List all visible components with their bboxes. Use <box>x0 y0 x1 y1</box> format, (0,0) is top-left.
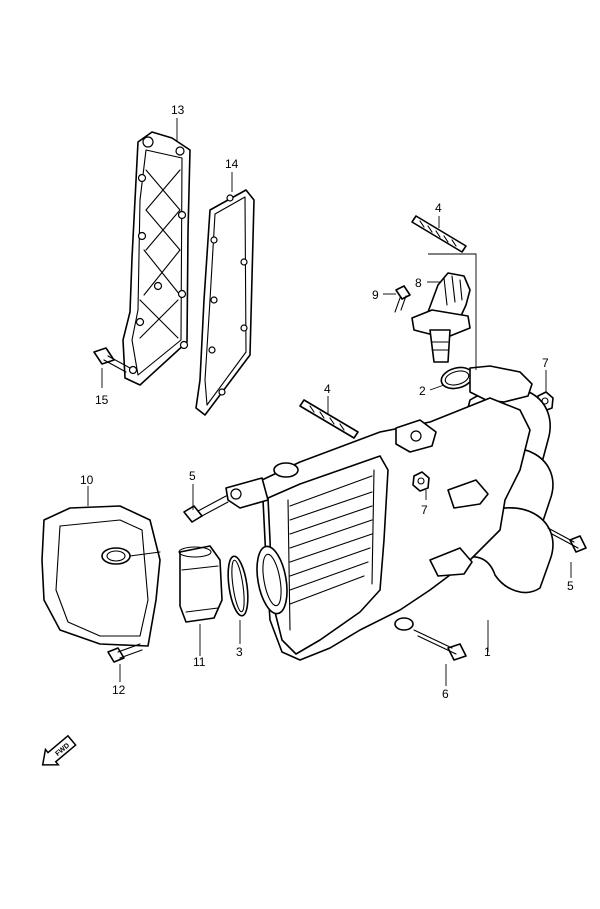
callout-4-lower: 4 <box>324 382 331 396</box>
callout-11: 11 <box>193 655 206 669</box>
part-15-bolt <box>93 347 131 373</box>
part-12-bolt <box>107 643 143 663</box>
part-5-bolt-right <box>547 527 587 553</box>
part-14-gasket <box>195 189 255 416</box>
callout-8: 8 <box>415 276 422 290</box>
part-9-screw <box>394 285 411 313</box>
callout-1: 1 <box>484 645 491 659</box>
part-13-cover <box>122 131 191 386</box>
callout-3: 3 <box>236 645 243 659</box>
callout-4-upper: 4 <box>435 201 442 215</box>
callout-10: 10 <box>80 473 94 487</box>
part-10-silencer <box>41 505 161 647</box>
callout-9: 9 <box>372 288 379 302</box>
callout-7-lower: 7 <box>421 503 428 517</box>
part-4-stud-lower <box>299 399 359 439</box>
part-3-o-ring <box>227 555 249 617</box>
callout-15: 15 <box>95 393 109 407</box>
part-5-bolt-left <box>183 495 229 523</box>
leader-lines <box>87 118 572 686</box>
callout-5-right: 5 <box>567 579 574 593</box>
callout-12: 12 <box>112 683 126 697</box>
callout-13: 13 <box>171 103 185 117</box>
callout-5-left: 5 <box>189 469 196 483</box>
callout-7-upper: 7 <box>542 356 549 370</box>
callout-14: 14 <box>225 157 239 171</box>
callout-2: 2 <box>419 384 426 398</box>
part-6-bolt <box>413 629 467 661</box>
part-7-nut-lower <box>412 471 430 492</box>
part-1-intake-manifold <box>225 365 554 661</box>
part-4-stud-upper <box>411 215 467 253</box>
part-8-valve <box>411 272 471 363</box>
forward-arrow-icon: FWD <box>41 734 77 766</box>
part-11-hose <box>178 545 223 623</box>
callout-6: 6 <box>442 687 449 701</box>
